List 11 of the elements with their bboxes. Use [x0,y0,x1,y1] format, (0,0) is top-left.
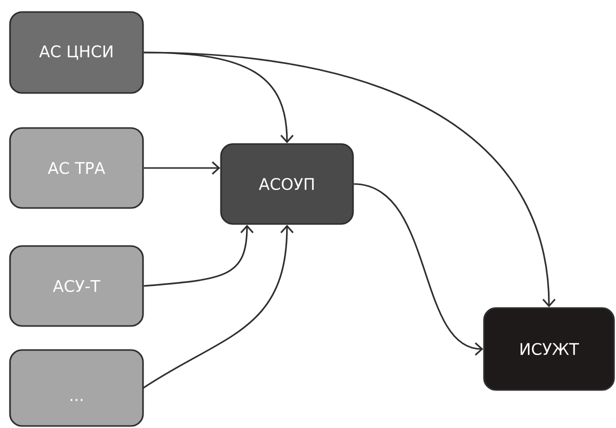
arrow [144,52,556,308]
arrow [144,224,254,287]
arrow [142,224,294,389]
arrow [144,161,220,175]
system-box: ... [9,349,144,427]
system-box: АСОУП [220,143,354,225]
system-box: АС ЦНСИ [9,11,144,94]
system-box: ИСУЖТ [483,307,615,391]
system-box: АС ТРА [9,127,144,209]
system-box: АСУ-Т [9,245,144,327]
arrow [354,183,484,356]
